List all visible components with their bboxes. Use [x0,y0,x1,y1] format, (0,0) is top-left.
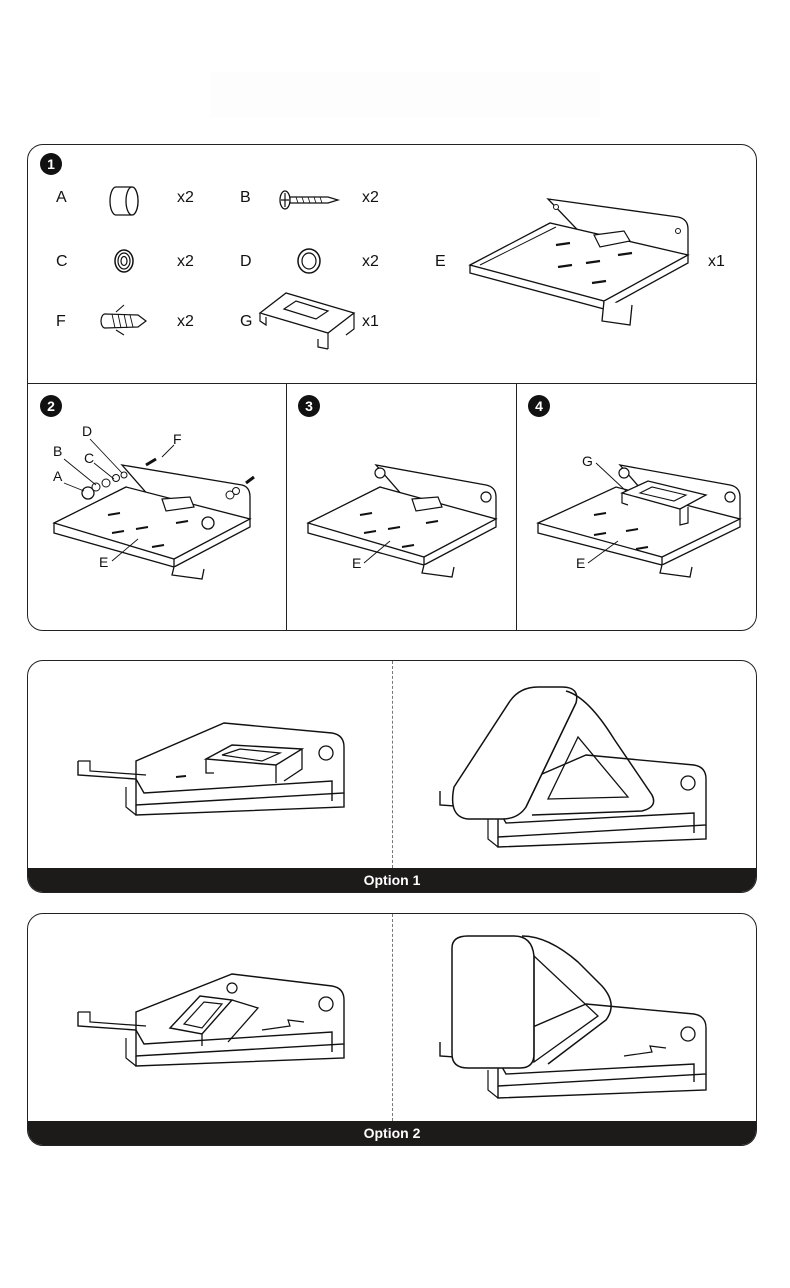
step-2-plate-drawing [52,464,252,580]
part-b-label: B [240,189,251,206]
step-3-plate-drawing [306,464,498,578]
step-4-callout-g: G [582,453,593,469]
part-e-quantity: x1 [708,253,725,270]
part-a-quantity: x2 [177,189,194,206]
step-2-callout-c: C [84,450,95,466]
nut-icon [114,249,134,273]
step-3-number: 3 [298,395,320,417]
step-2-callout-d: D [82,423,93,439]
option-divider [392,914,393,1121]
part-g-quantity: x1 [362,313,379,330]
shelf-plate-e-icon [468,198,690,326]
part-c-label: C [56,253,68,270]
part-e-label: E [435,253,446,270]
washer-icon [297,248,321,274]
part-g-label: G [240,313,253,330]
step-4-leader-lines [587,462,627,564]
option-1-mount-drawing [77,722,345,816]
option-2-label: Option 2 [28,1121,756,1145]
part-b-quantity: x2 [362,189,379,206]
step-2-callout-e: E [99,554,109,570]
wall-anchor-icon [100,304,147,336]
part-f-quantity: x2 [177,313,194,330]
step-2-callout-b: B [53,443,63,459]
step-3-leader-line [363,540,391,564]
option-2-mount-drawing [77,973,345,1067]
step-3-callout-e: E [352,555,362,571]
option-1-label: Option 1 [28,868,756,892]
step-4-callout-e: E [576,555,586,571]
part-c-quantity: x2 [177,253,194,270]
step-4-plate-with-bracket-drawing [536,464,742,578]
option-1-mount-with-device-drawing [439,686,707,848]
spacer-cylinder-icon [109,186,139,216]
step-1-number: 1 [40,153,62,175]
option-1-panel: Option 1 [27,660,757,893]
part-d-quantity: x2 [362,253,379,270]
step-2-number: 2 [40,395,62,417]
part-f-label: F [56,313,66,330]
faded-header-area [210,72,600,118]
part-d-label: D [240,253,252,270]
step-divider [286,383,287,630]
option-2-mount-with-device-drawing [439,935,707,1099]
assembly-instructions-panel: 1 A x2 B x2 C x2 D x2 F x2 G [27,144,757,631]
bracket-g-icon [258,292,356,350]
step-2-leader-lines [63,438,175,562]
step-2-callout-f: F [173,431,182,447]
option-2-panel: Option 2 [27,913,757,1146]
step-4-number: 4 [528,395,550,417]
part-a-label: A [56,189,67,206]
step-divider [516,383,517,630]
section-divider [28,383,756,384]
step-2-callout-a: A [53,468,63,484]
screw-icon [279,190,341,210]
option-divider [392,661,393,868]
step-2-hardware-drawing [91,457,255,500]
